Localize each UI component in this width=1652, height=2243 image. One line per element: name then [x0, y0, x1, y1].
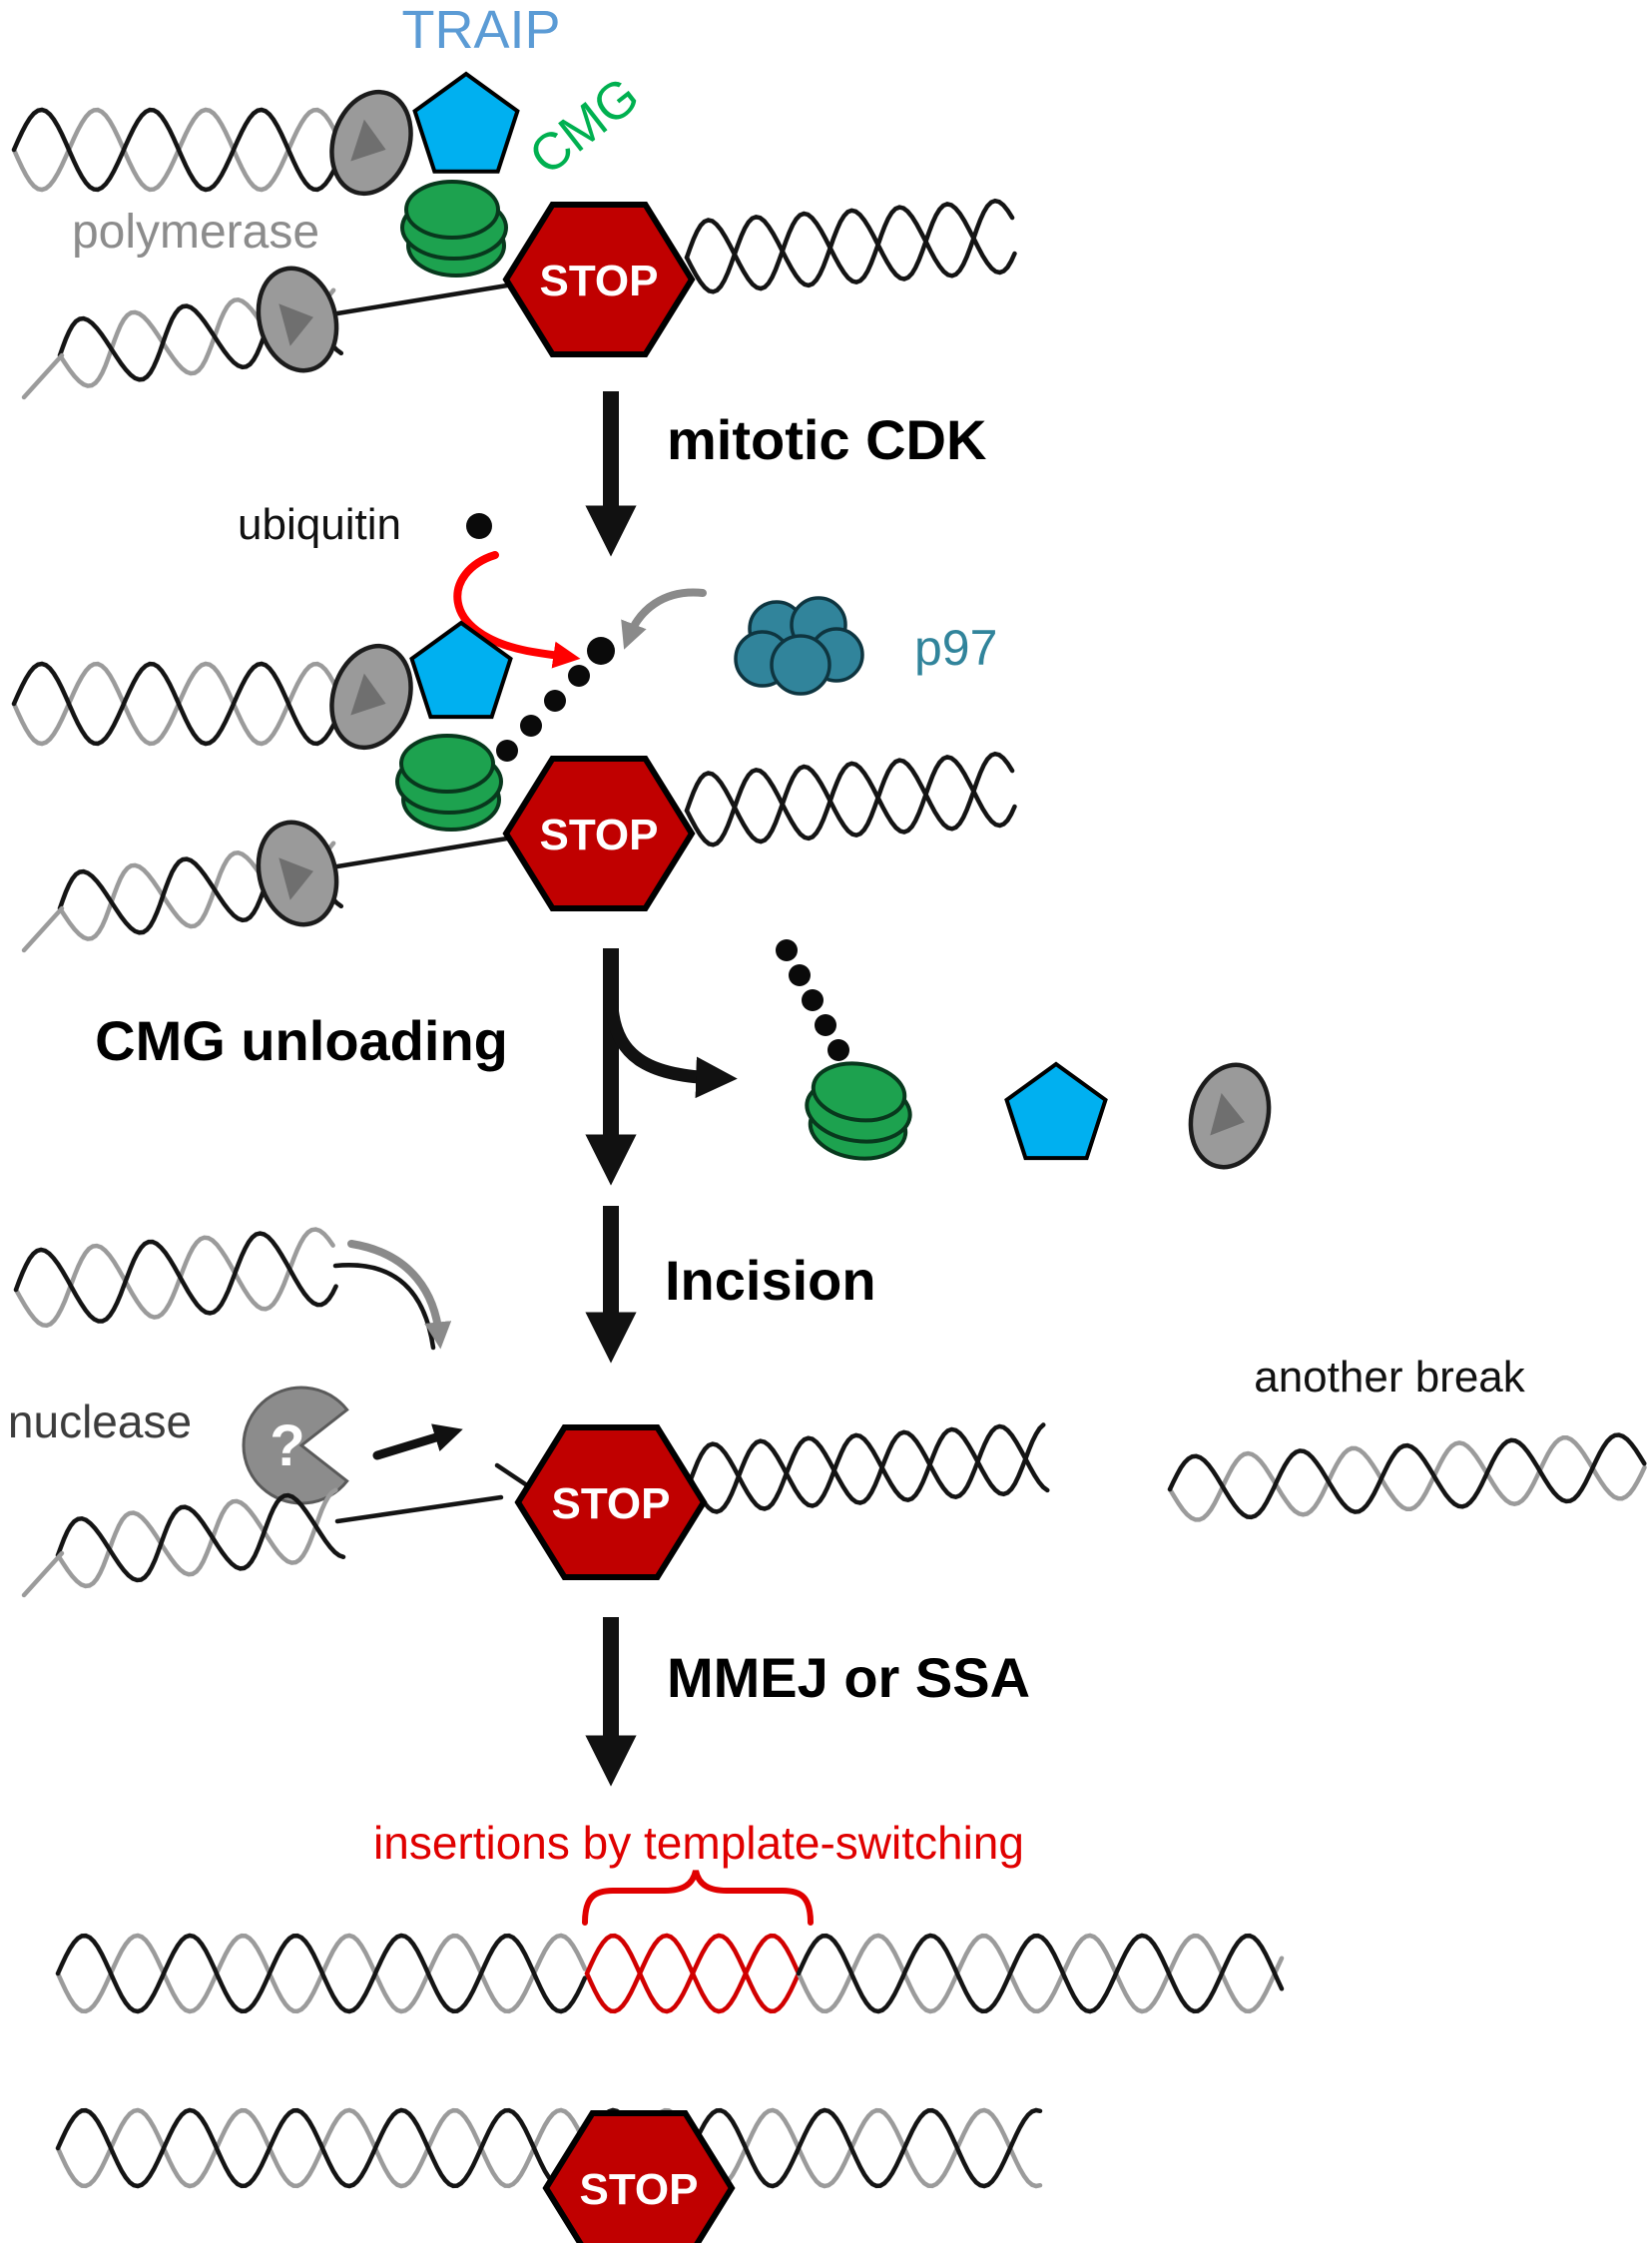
dna-duplex-product-stop — [55, 2107, 1043, 2189]
dna-duplex-product-insertion — [55, 1933, 1285, 2014]
dna-strand-gray — [55, 1487, 338, 1589]
mmej-ssa-label: MMEJ or SSA — [667, 1646, 1030, 1709]
dna-strand-gray — [13, 1227, 335, 1329]
incision-label: Incision — [665, 1249, 876, 1312]
panel-ubiquitylated-fork: STOP — [11, 620, 1017, 953]
step-mitotic-cdk: mitotic CDK — [585, 391, 986, 557]
stop-label: STOP — [551, 1479, 670, 1528]
ubiquitin-dot-icon — [587, 637, 615, 665]
insertion-brace-icon — [582, 1870, 814, 1926]
dna-single-strand — [334, 1494, 504, 1524]
released-components — [776, 939, 1280, 1176]
step-cmg-unloading: CMG unloading — [95, 939, 1280, 1186]
cmg-label: CMG — [519, 66, 650, 186]
dna-single-strand-tail — [21, 352, 65, 400]
cmg-helicase-icon — [798, 1055, 918, 1167]
polymerase-icon — [319, 82, 423, 204]
cmg-helicase-icon — [395, 734, 503, 832]
dna-strand-black — [1167, 1432, 1647, 1520]
stop-label: STOP — [539, 811, 658, 859]
stop-label: STOP — [579, 2165, 698, 2214]
polymerase-label: polymerase — [72, 206, 319, 259]
ubiquitin-label: ubiquitin — [238, 500, 401, 549]
dna-strand-black — [688, 1423, 1050, 1511]
traip-pentagon-icon — [409, 620, 513, 720]
polymerase-icon — [248, 814, 347, 933]
dna-strand-black — [11, 107, 340, 193]
branch-arrow-icon — [605, 999, 738, 1099]
dna-duplex-right — [688, 1422, 1050, 1514]
pacman-body — [242, 1386, 349, 1505]
dna-duplex-right — [684, 751, 1017, 847]
ubiquitin-dot-icon — [466, 513, 492, 539]
dna-strand-black — [684, 755, 1017, 847]
stop-sign: STOP — [518, 1427, 704, 1577]
mitotic-cdk-label: mitotic CDK — [667, 408, 986, 471]
nuclease-pacman-icon: ? — [242, 1386, 349, 1505]
dna-duplex-right — [684, 198, 1017, 294]
dna-strand-black — [55, 1933, 588, 2014]
dna-strand-gray — [796, 1933, 1285, 2014]
p97-icon — [734, 596, 864, 696]
ubiquitylation-machinery: ubiquitin p97 — [238, 500, 997, 696]
traip-pentagon-icon — [412, 71, 520, 174]
cmg-unloading-label: CMG unloading — [95, 1009, 508, 1072]
panel-repair-products: insertions by template-switching STOP — [55, 1817, 1285, 2243]
insertions-label: insertions by template-switching — [373, 1817, 1024, 1869]
p97-label: p97 — [914, 620, 997, 676]
polymerase-icon — [248, 260, 347, 379]
traip-label: TRAIP — [401, 0, 560, 60]
dna-strand-black — [55, 1492, 346, 1583]
dna-strand-gray — [1167, 1435, 1647, 1522]
panel-incised-fork: nuclease ? STOP another break — [8, 1227, 1647, 1598]
nuclease-arrow-icon — [372, 1423, 463, 1460]
traip-pentagon-icon — [1004, 1061, 1108, 1161]
step-incision: Incision — [585, 1206, 876, 1364]
nuclease-label: nuclease — [8, 1396, 192, 1447]
ubiquitin-chain-icon — [776, 939, 849, 1061]
dna-strand-gray — [55, 2107, 1043, 2189]
dna-single-strand — [334, 836, 510, 869]
dna-single-strand — [334, 282, 510, 316]
polymerase-icon — [319, 636, 423, 758]
question-mark-label: ? — [270, 1413, 304, 1478]
dna-single-strand-tail — [21, 905, 65, 953]
stop-label: STOP — [539, 257, 658, 305]
panel-stalled-fork: STOP TRAIP CMG polymerase — [11, 0, 1017, 400]
polymerase-icon — [1180, 1056, 1280, 1176]
dna-duplex-upper-left — [11, 661, 340, 747]
dna-strand-black — [11, 661, 340, 747]
dna-duplex-upper-left — [11, 107, 340, 193]
release-arrow-icon — [347, 1240, 452, 1350]
stop-sign: STOP — [546, 2113, 732, 2243]
dna-duplex-another-break — [1167, 1432, 1647, 1522]
step-mmej-ssa: MMEJ or SSA — [585, 1617, 1030, 1787]
another-break-label: another break — [1254, 1353, 1526, 1402]
dna-strand-black — [688, 1422, 1046, 1514]
cmg-helicase-icon — [400, 180, 508, 278]
ubiquitylation-arrow-icon — [453, 551, 581, 669]
dna-strand-insertion — [584, 1933, 802, 2014]
dna-strand-black — [13, 1231, 338, 1324]
dna-strand-black — [684, 751, 1015, 844]
dna-duplex-lower-left — [21, 1487, 504, 1598]
dna-strand-black — [684, 202, 1017, 294]
stop-sign: STOP — [506, 205, 692, 354]
ubiquitin-chain-icon — [496, 665, 590, 762]
dna-strand-black — [684, 198, 1015, 291]
dna-strand-black — [796, 1933, 1285, 2014]
dna-single-strand-tail — [21, 1550, 65, 1598]
stop-sign: STOP — [506, 759, 692, 908]
p97-recruitment-arrow-icon — [621, 588, 707, 650]
